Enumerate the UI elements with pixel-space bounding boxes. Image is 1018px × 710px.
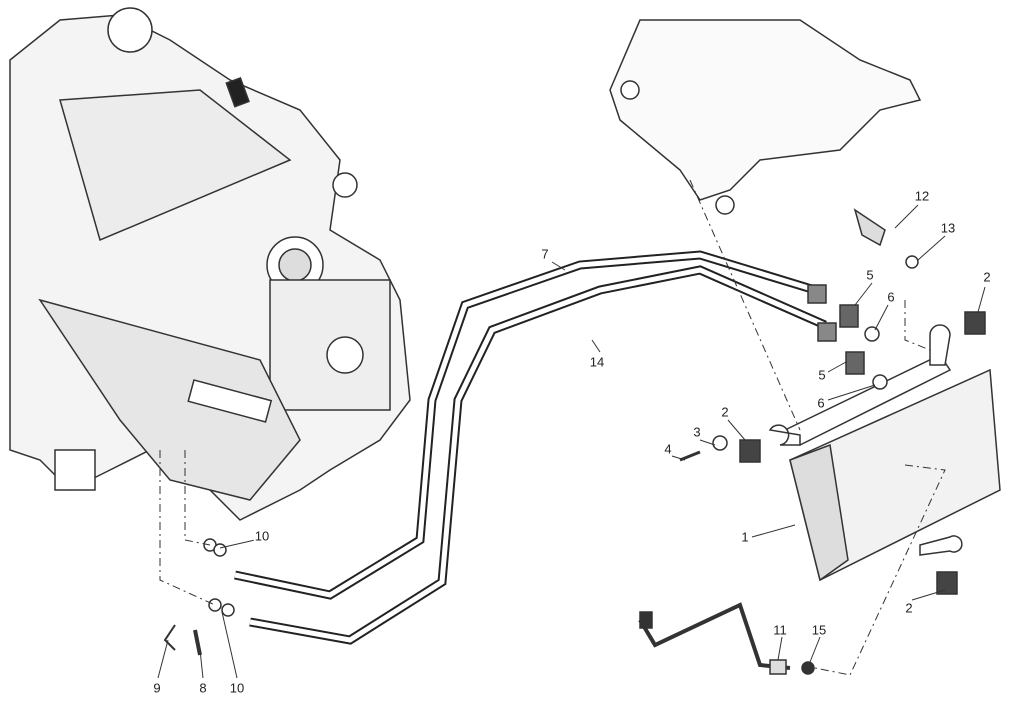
callout-9: 9 bbox=[152, 680, 162, 696]
oil-cooler bbox=[768, 324, 1001, 582]
small-parts bbox=[163, 208, 986, 675]
callout-15: 15 bbox=[810, 622, 828, 638]
callout-8: 8 bbox=[198, 680, 208, 696]
callout-4: 4 bbox=[663, 441, 673, 457]
callout-1: 1 bbox=[740, 529, 750, 545]
callout-2: 2 bbox=[720, 404, 730, 420]
frame-bracket bbox=[609, 19, 922, 215]
leader-lines bbox=[157, 204, 986, 679]
callout-10: 10 bbox=[228, 680, 246, 696]
dash-lines bbox=[159, 179, 946, 676]
callout-6: 6 bbox=[816, 395, 826, 411]
callout-12: 12 bbox=[913, 188, 931, 204]
callout-2: 2 bbox=[982, 269, 992, 285]
hose-14 bbox=[249, 265, 827, 645]
callout-6: 6 bbox=[886, 289, 896, 305]
callout-14: 14 bbox=[588, 354, 606, 370]
callout-3: 3 bbox=[692, 424, 702, 440]
callout-5: 5 bbox=[817, 367, 827, 383]
hose-7 bbox=[234, 250, 817, 600]
callout-2: 2 bbox=[904, 600, 914, 616]
callout-10: 10 bbox=[253, 528, 271, 544]
callout-5: 5 bbox=[865, 267, 875, 283]
engine-block bbox=[9, 7, 411, 521]
callout-11: 11 bbox=[772, 622, 788, 638]
callout-7: 7 bbox=[540, 246, 550, 262]
callout-13: 13 bbox=[939, 220, 957, 236]
